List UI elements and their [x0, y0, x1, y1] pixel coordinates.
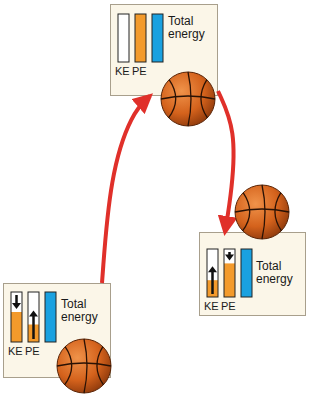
- bar-outline: [241, 249, 252, 297]
- energy-bar: [28, 292, 39, 342]
- change-arrowhead: [208, 266, 217, 272]
- bar-label: KE: [115, 65, 130, 77]
- bar-outline: [207, 249, 218, 297]
- ball-seam: [235, 209, 289, 212]
- bar-fill: [135, 14, 146, 62]
- bar-outline: [28, 292, 39, 342]
- bar-label: PE: [25, 345, 40, 357]
- energy-bar: [224, 249, 235, 297]
- energy-bars: [4, 284, 110, 377]
- energy-label: Total energy: [256, 260, 302, 286]
- ball-seam: [84, 339, 87, 393]
- bar-frame: [135, 14, 146, 62]
- bar-frame: [118, 14, 129, 62]
- change-arrowhead: [12, 303, 21, 309]
- change-arrowhead: [29, 311, 38, 317]
- energy-panel: Total energyKEPE: [3, 283, 111, 378]
- change-arrow: [32, 316, 35, 340]
- ball-seam: [275, 193, 281, 231]
- energy-bar: [135, 14, 146, 62]
- energy-bar: [207, 249, 218, 297]
- energy-label: Total energy: [61, 298, 107, 324]
- bar-fill: [152, 14, 163, 62]
- change-arrowhead: [225, 254, 234, 260]
- energy-bars: [111, 5, 217, 95]
- ball-seam: [57, 363, 111, 366]
- energy-label: Total energy: [168, 15, 214, 41]
- bar-outline: [45, 292, 56, 342]
- change-arrow: [15, 295, 18, 304]
- ball-body: [235, 185, 289, 239]
- bar-frame: [28, 292, 39, 342]
- basketball: [161, 72, 215, 126]
- bar-frame: [207, 249, 218, 297]
- bar-outline: [118, 14, 129, 62]
- bar-label: KE: [8, 345, 23, 357]
- ball-seam: [201, 80, 207, 118]
- change-arrow: [211, 271, 214, 294]
- bar-fill: [241, 249, 252, 297]
- ball-seam: [65, 347, 72, 385]
- ball-seam: [188, 72, 191, 126]
- bar-frame: [45, 292, 56, 342]
- motion-arrow: [218, 91, 234, 232]
- ball-body: [57, 339, 111, 393]
- bar-outline: [224, 249, 235, 297]
- basketball: [235, 185, 289, 239]
- bar-outline: [11, 292, 22, 342]
- basketball: [57, 339, 111, 393]
- bar-outline: [152, 14, 163, 62]
- bar-frame: [241, 249, 252, 297]
- energy-bar: [118, 14, 129, 62]
- ball-body: [161, 72, 215, 126]
- bar-label: PE: [132, 65, 147, 77]
- bar-outline: [135, 14, 146, 62]
- ball-seam: [262, 185, 265, 239]
- bar-fill: [11, 312, 22, 342]
- ball-seam: [243, 193, 250, 231]
- bar-label: KE: [204, 300, 219, 312]
- bar-label: PE: [221, 300, 236, 312]
- energy-panel: Total energyKEPE: [199, 232, 306, 316]
- energy-panel: Total energyKEPE: [110, 4, 218, 96]
- bar-fill: [224, 263, 235, 297]
- energy-bar: [11, 292, 22, 342]
- energy-bar: [152, 14, 163, 62]
- ball-seam: [169, 80, 176, 118]
- bar-frame: [11, 292, 22, 342]
- energy-bar: [45, 292, 56, 342]
- ball-seam: [161, 96, 215, 99]
- bar-frame: [152, 14, 163, 62]
- bar-fill: [45, 292, 56, 342]
- bar-frame: [224, 249, 235, 297]
- ball-seam: [97, 347, 103, 385]
- motion-arrow: [102, 96, 150, 283]
- energy-bar: [241, 249, 252, 297]
